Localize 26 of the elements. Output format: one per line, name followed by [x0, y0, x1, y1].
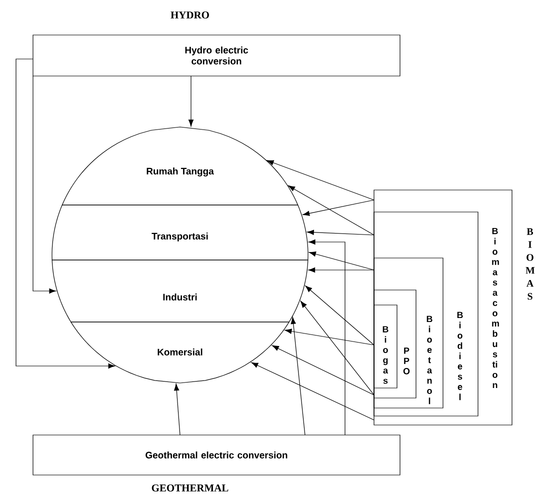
arrow [306, 230, 374, 236]
process-box: Geothermal electric conversion [32, 434, 400, 476]
arrow [251, 362, 374, 420]
circle-segment: Transportasi [52, 204, 308, 260]
arrow [305, 286, 374, 346]
arrow [188, 76, 194, 127]
heading: HYDRO [170, 11, 209, 19]
arrow [290, 317, 306, 436]
arrow [308, 252, 374, 270]
arrow [174, 384, 180, 436]
arrow [32, 76, 56, 294]
process-box: Hydro electric conversion [32, 34, 400, 76]
arrow [300, 300, 374, 396]
process-box: Biogas [374, 304, 398, 388]
heading: BIOMAS [526, 228, 535, 300]
arrow [266, 160, 374, 200]
circle-segment: Industri [52, 260, 308, 322]
arrow [308, 267, 374, 273]
circle-segment: Rumah Tangga [62, 126, 298, 206]
arrow [308, 239, 346, 436]
arrow [272, 345, 374, 396]
heading: GEOTHERMAL [152, 484, 228, 492]
arrow [288, 185, 374, 236]
arrow [16, 58, 116, 369]
arrow [302, 200, 374, 216]
arrow [284, 328, 374, 346]
